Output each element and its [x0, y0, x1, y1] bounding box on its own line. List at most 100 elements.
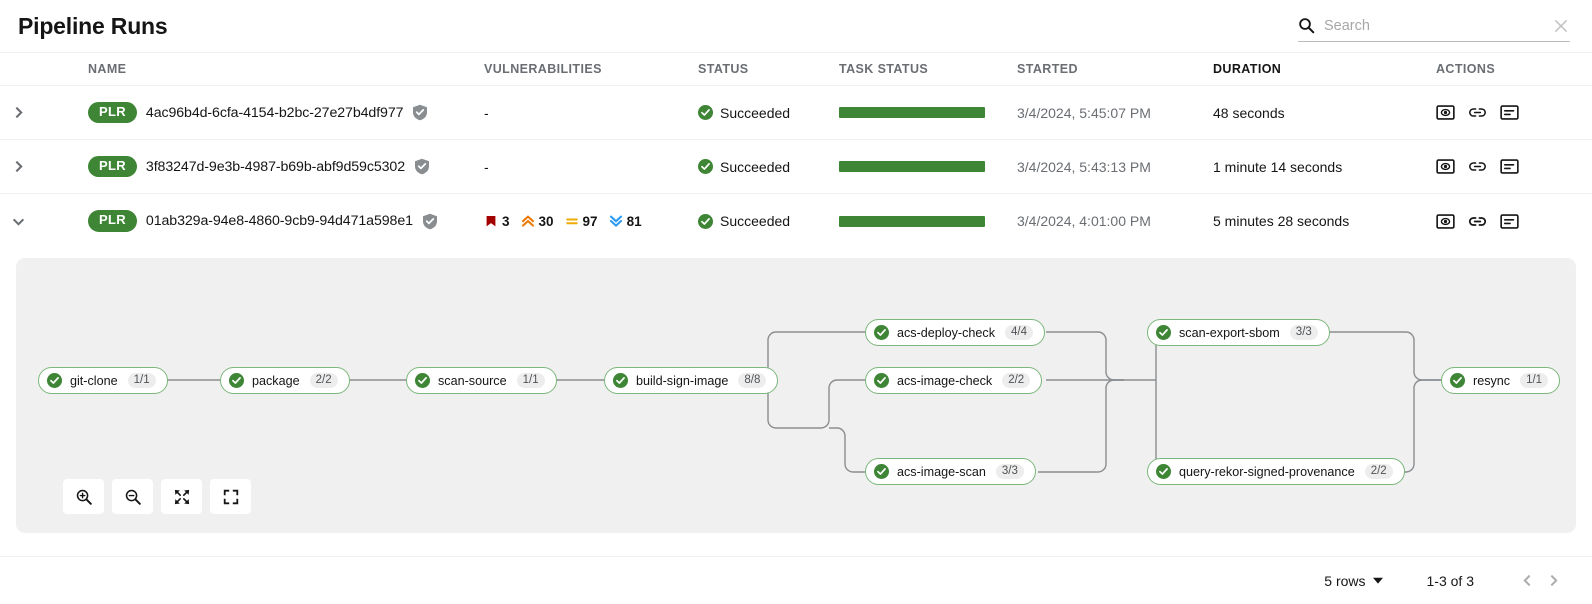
status-cell: Succeeded [698, 213, 839, 229]
check-circle-icon [698, 105, 713, 120]
graph-node-label: build-sign-image [636, 373, 729, 388]
graph-node-acs-image-scan[interactable]: acs-image-scan 3/3 [865, 458, 1036, 485]
expand-toggle-row-1[interactable] [0, 86, 36, 139]
fit-to-screen-button[interactable] [161, 479, 202, 514]
table-row[interactable]: PLR 4ac96b4d-6cfa-4154-b2bc-27e27b4df977… [0, 86, 1592, 140]
rows-per-page-select[interactable]: 5 rows [1324, 573, 1383, 589]
column-header-actions: ACTIONS [1436, 62, 1496, 76]
vulnerabilities-cell: - [484, 159, 698, 175]
pagination-range: 1-3 of 3 [1426, 572, 1474, 589]
output-icon[interactable] [1500, 103, 1519, 122]
run-name-cell: PLR 4ac96b4d-6cfa-4154-b2bc-27e27b4df977 [36, 101, 484, 124]
graph-node-build-sign-image[interactable]: build-sign-image 8/8 [604, 367, 779, 394]
column-spacer [0, 53, 36, 85]
check-circle-icon [415, 373, 430, 388]
zoom-in-button[interactable] [63, 479, 104, 514]
started-cell: 3/4/2024, 4:01:00 PM [1017, 213, 1151, 229]
graph-node-package[interactable]: package 2/2 [220, 367, 350, 394]
severity-important-icon [521, 215, 534, 227]
zoom-out-button[interactable] [112, 479, 153, 514]
chevron-right-icon [15, 160, 23, 173]
graph-node-scan-export-sbom[interactable]: scan-export-sbom 3/3 [1147, 319, 1330, 346]
graph-node-query-rekor-signed-provenance[interactable]: query-rekor-signed-provenance 2/2 [1147, 458, 1405, 485]
graph-node-count: 2/2 [1364, 464, 1393, 479]
table-row[interactable]: PLR 01ab329a-94e8-4860-9cb9-94d471a598e1… [0, 194, 1592, 248]
search-icon [1299, 18, 1315, 34]
pipeline-runs-table: NAME VULNERABILITIES STATUS TASK STATUS … [0, 52, 1592, 248]
graph-node-label: resync [1473, 373, 1511, 388]
vuln-critical: 3 [484, 214, 510, 229]
graph-node-label: acs-deploy-check [897, 325, 995, 340]
vuln-important: 30 [521, 214, 554, 229]
graph-node-label: query-rekor-signed-provenance [1179, 464, 1355, 479]
search-input[interactable] [1324, 17, 1543, 34]
shield-check-icon [415, 158, 430, 175]
graph-node-count: 1/1 [127, 373, 156, 388]
run-name-label[interactable]: 01ab329a-94e8-4860-9cb9-94d471a598e1 [145, 213, 413, 229]
graph-node-acs-deploy-check[interactable]: acs-deploy-check 4/4 [865, 319, 1045, 346]
task-progress-bar [839, 215, 985, 227]
run-name-label[interactable]: 4ac96b4d-6cfa-4154-b2bc-27e27b4df977 [145, 104, 404, 121]
graph-node-label: acs-image-check [897, 373, 993, 388]
graph-node-acs-image-check[interactable]: acs-image-check 2/2 [865, 367, 1043, 394]
graph-node-count: 2/2 [1002, 373, 1031, 388]
graph-node-git-clone[interactable]: git-clone 1/1 [38, 367, 168, 394]
duration-cell: 5 minutes 28 seconds [1213, 213, 1350, 229]
graph-node-label: scan-export-sbom [1179, 325, 1280, 340]
pipeline-graph-panel[interactable]: git-clone 1/1 package 2/2 scan-source 1/… [16, 258, 1576, 533]
plr-badge: PLR [88, 101, 137, 124]
column-header-name: NAME [88, 62, 127, 76]
column-header-vulnerabilities: VULNERABILITIES [484, 62, 602, 76]
log-view-icon[interactable] [1436, 212, 1455, 231]
expand-toggle-row-2[interactable] [0, 140, 36, 193]
check-circle-icon [874, 373, 889, 388]
link-icon[interactable] [1468, 212, 1487, 231]
graph-node-count: 8/8 [738, 373, 767, 388]
output-icon[interactable] [1500, 212, 1519, 231]
status-cell: Succeeded [698, 105, 839, 121]
check-circle-icon [613, 373, 628, 388]
chevron-down-icon [1372, 577, 1383, 584]
next-page-button[interactable] [1540, 568, 1566, 594]
graph-node-count: 1/1 [1520, 373, 1549, 388]
plr-badge: PLR [88, 155, 137, 178]
graph-node-label: package [252, 373, 300, 388]
severity-low-icon [609, 215, 622, 227]
graph-node-count: 1/1 [516, 373, 545, 388]
check-circle-icon [874, 464, 889, 479]
search-bar[interactable] [1298, 10, 1570, 42]
column-header-duration: DURATION [1213, 62, 1282, 76]
vulnerabilities-cell: 3 30 97 81 [484, 214, 698, 229]
task-status-cell [839, 215, 1017, 227]
chevron-left-icon [1522, 574, 1530, 587]
collapse-toggle-row-3[interactable] [0, 194, 36, 248]
log-view-icon[interactable] [1436, 103, 1455, 122]
severity-moderate-icon [565, 218, 578, 225]
graph-node-resync[interactable]: resync 1/1 [1441, 367, 1561, 394]
graph-node-label: scan-source [438, 373, 507, 388]
link-icon[interactable] [1468, 103, 1487, 122]
run-name-label[interactable]: 3f83247d-9e3b-4987-b69b-abf9d59c5302 [145, 158, 406, 175]
chevron-right-icon [1550, 574, 1558, 587]
graph-node-scan-source[interactable]: scan-source 1/1 [406, 367, 557, 394]
plr-badge: PLR [88, 210, 137, 232]
close-icon[interactable] [1552, 17, 1570, 35]
output-icon[interactable] [1500, 157, 1519, 176]
graph-node-label: git-clone [70, 373, 118, 388]
actions-cell [1436, 103, 1592, 122]
duration-cell: 1 minute 14 seconds [1213, 158, 1343, 175]
graph-node-label: acs-image-scan [897, 464, 986, 479]
severity-critical-icon [486, 216, 496, 227]
reset-view-button[interactable] [210, 479, 251, 514]
column-header-started: STARTED [1017, 62, 1078, 76]
table-row[interactable]: PLR 3f83247d-9e3b-4987-b69b-abf9d59c5302… [0, 140, 1592, 194]
check-circle-icon [874, 325, 889, 340]
fullscreen-corners-icon [223, 489, 238, 504]
log-view-icon[interactable] [1436, 157, 1455, 176]
table-header-row: NAME VULNERABILITIES STATUS TASK STATUS … [0, 52, 1592, 86]
chevron-right-icon [15, 106, 23, 119]
task-status-cell [839, 161, 1017, 172]
previous-page-button[interactable] [1514, 568, 1540, 594]
link-icon[interactable] [1468, 157, 1487, 176]
run-name-cell: PLR 01ab329a-94e8-4860-9cb9-94d471a598e1 [36, 210, 484, 232]
